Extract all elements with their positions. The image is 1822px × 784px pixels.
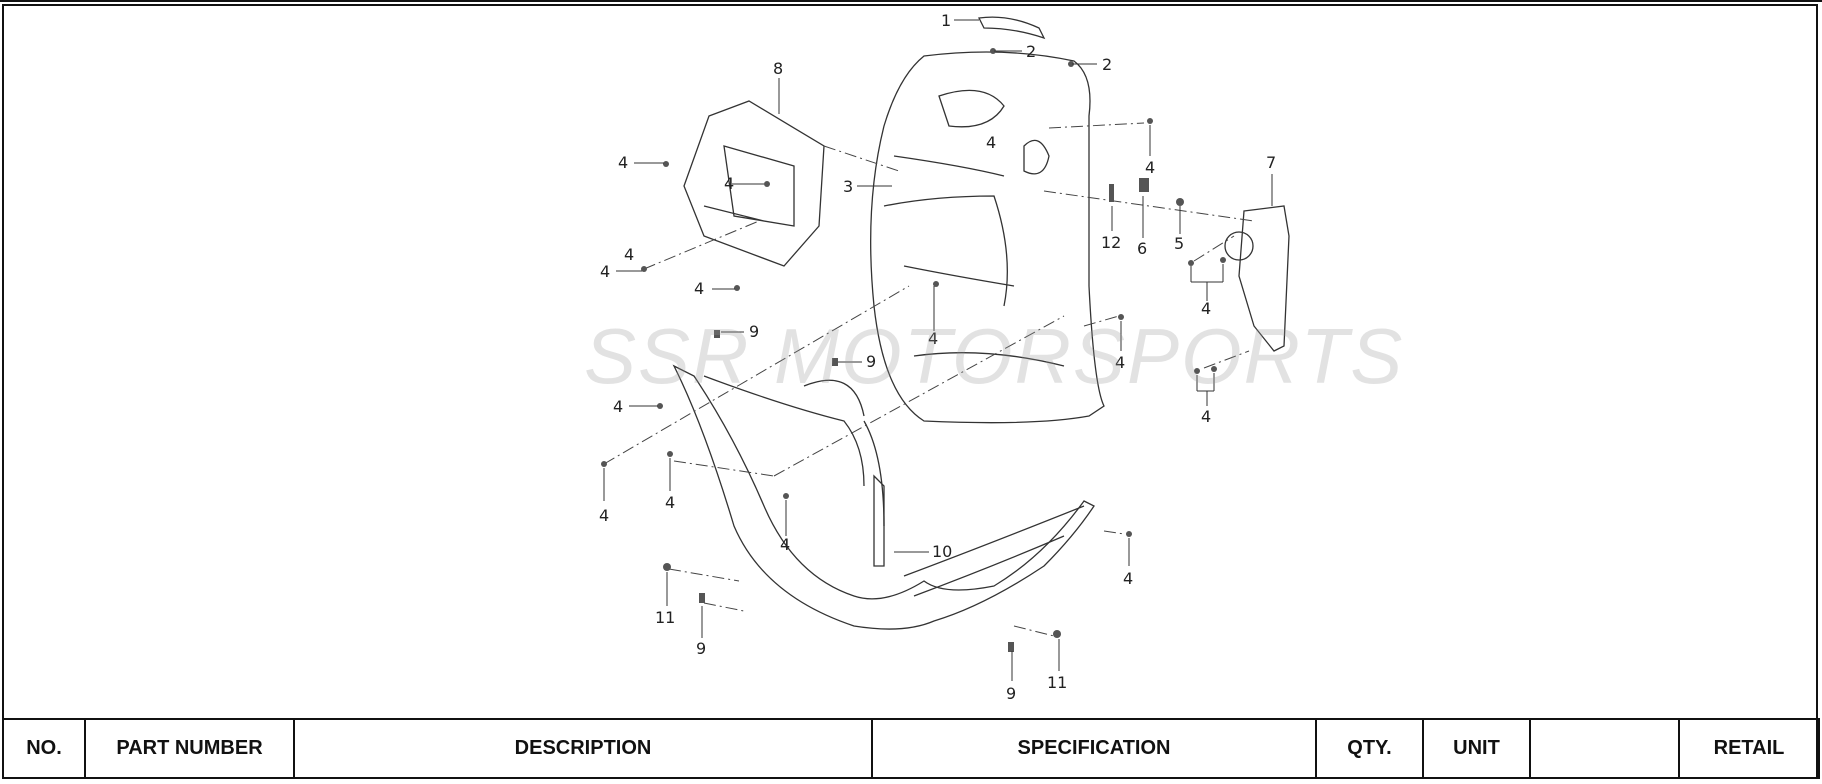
- col-blank: [1529, 718, 1680, 779]
- col-specification: SPECIFICATION: [871, 718, 1317, 779]
- callout-3: 3: [843, 177, 853, 196]
- callout-2: 2: [1102, 55, 1112, 74]
- callout-6: 6: [1137, 239, 1147, 258]
- callout-4: 4: [1123, 569, 1133, 588]
- callout-8: 8: [773, 59, 783, 78]
- part-1-grip: [978, 16, 1046, 40]
- callout-4: 4: [599, 506, 609, 525]
- callout-7: 7: [1266, 153, 1276, 172]
- col-part-number: PART NUMBER: [84, 718, 295, 779]
- callout-9: 9: [1006, 684, 1016, 703]
- col-no: NO.: [2, 718, 86, 779]
- callout-9: 9: [749, 322, 759, 341]
- callout-4: 4: [928, 329, 938, 348]
- callout-9: 9: [866, 352, 876, 371]
- callout-4: 4: [1201, 407, 1211, 426]
- col-qty: QTY.: [1315, 718, 1424, 779]
- callout-1: 1: [941, 11, 951, 30]
- callout-2: 2: [1026, 42, 1036, 61]
- part-10-panel: [873, 474, 885, 567]
- callout-11: 11: [655, 608, 675, 627]
- watermark: SSR MOTORSPORTS: [584, 312, 1405, 400]
- drawing-frame: [2, 4, 1818, 779]
- callout-11: 11: [1047, 673, 1067, 692]
- callout-4: 4: [600, 262, 610, 281]
- exploded-parts-diagram: 1 2 2 3 4 4 4 4 4 4 4 4 4 4 4 4 4 4 4 4 …: [4, 6, 1816, 718]
- part-7-bracket: [1238, 205, 1290, 352]
- parts-illustration: 1 2 2 3 4 4 4 4 4 4 4 4 4 4 4 4 4 4 4 4 …: [599, 11, 1290, 703]
- callout-10: 10: [932, 542, 952, 561]
- parts-table: NO. PART NUMBER DESCRIPTION SPECIFICATIO…: [2, 718, 1820, 779]
- callout-4: 4: [613, 397, 623, 416]
- callout-12: 12: [1101, 233, 1121, 252]
- part-lower-front-cover: [672, 364, 1095, 630]
- part-8-box: [683, 100, 825, 267]
- callout-4: 4: [694, 279, 704, 298]
- part-3-inner-panel: [870, 51, 1105, 424]
- callout-4: 4: [1145, 158, 1155, 177]
- callout-4: 4: [1201, 299, 1211, 318]
- callout-4: 4: [780, 535, 790, 554]
- callout-4: 4: [724, 174, 734, 193]
- col-unit: UNIT: [1422, 718, 1531, 779]
- callout-4: 4: [618, 153, 628, 172]
- callout-4: 4: [1115, 353, 1125, 372]
- col-retail: RETAIL: [1678, 718, 1820, 779]
- callout-4: 4: [986, 133, 996, 152]
- col-description: DESCRIPTION: [293, 718, 873, 779]
- callout-4: 4: [624, 245, 634, 264]
- callout-4: 4: [665, 493, 675, 512]
- callout-5: 5: [1174, 234, 1184, 253]
- table-header-row: NO. PART NUMBER DESCRIPTION SPECIFICATIO…: [2, 718, 1820, 779]
- top-border: [0, 0, 1822, 2]
- callout-9: 9: [696, 639, 706, 658]
